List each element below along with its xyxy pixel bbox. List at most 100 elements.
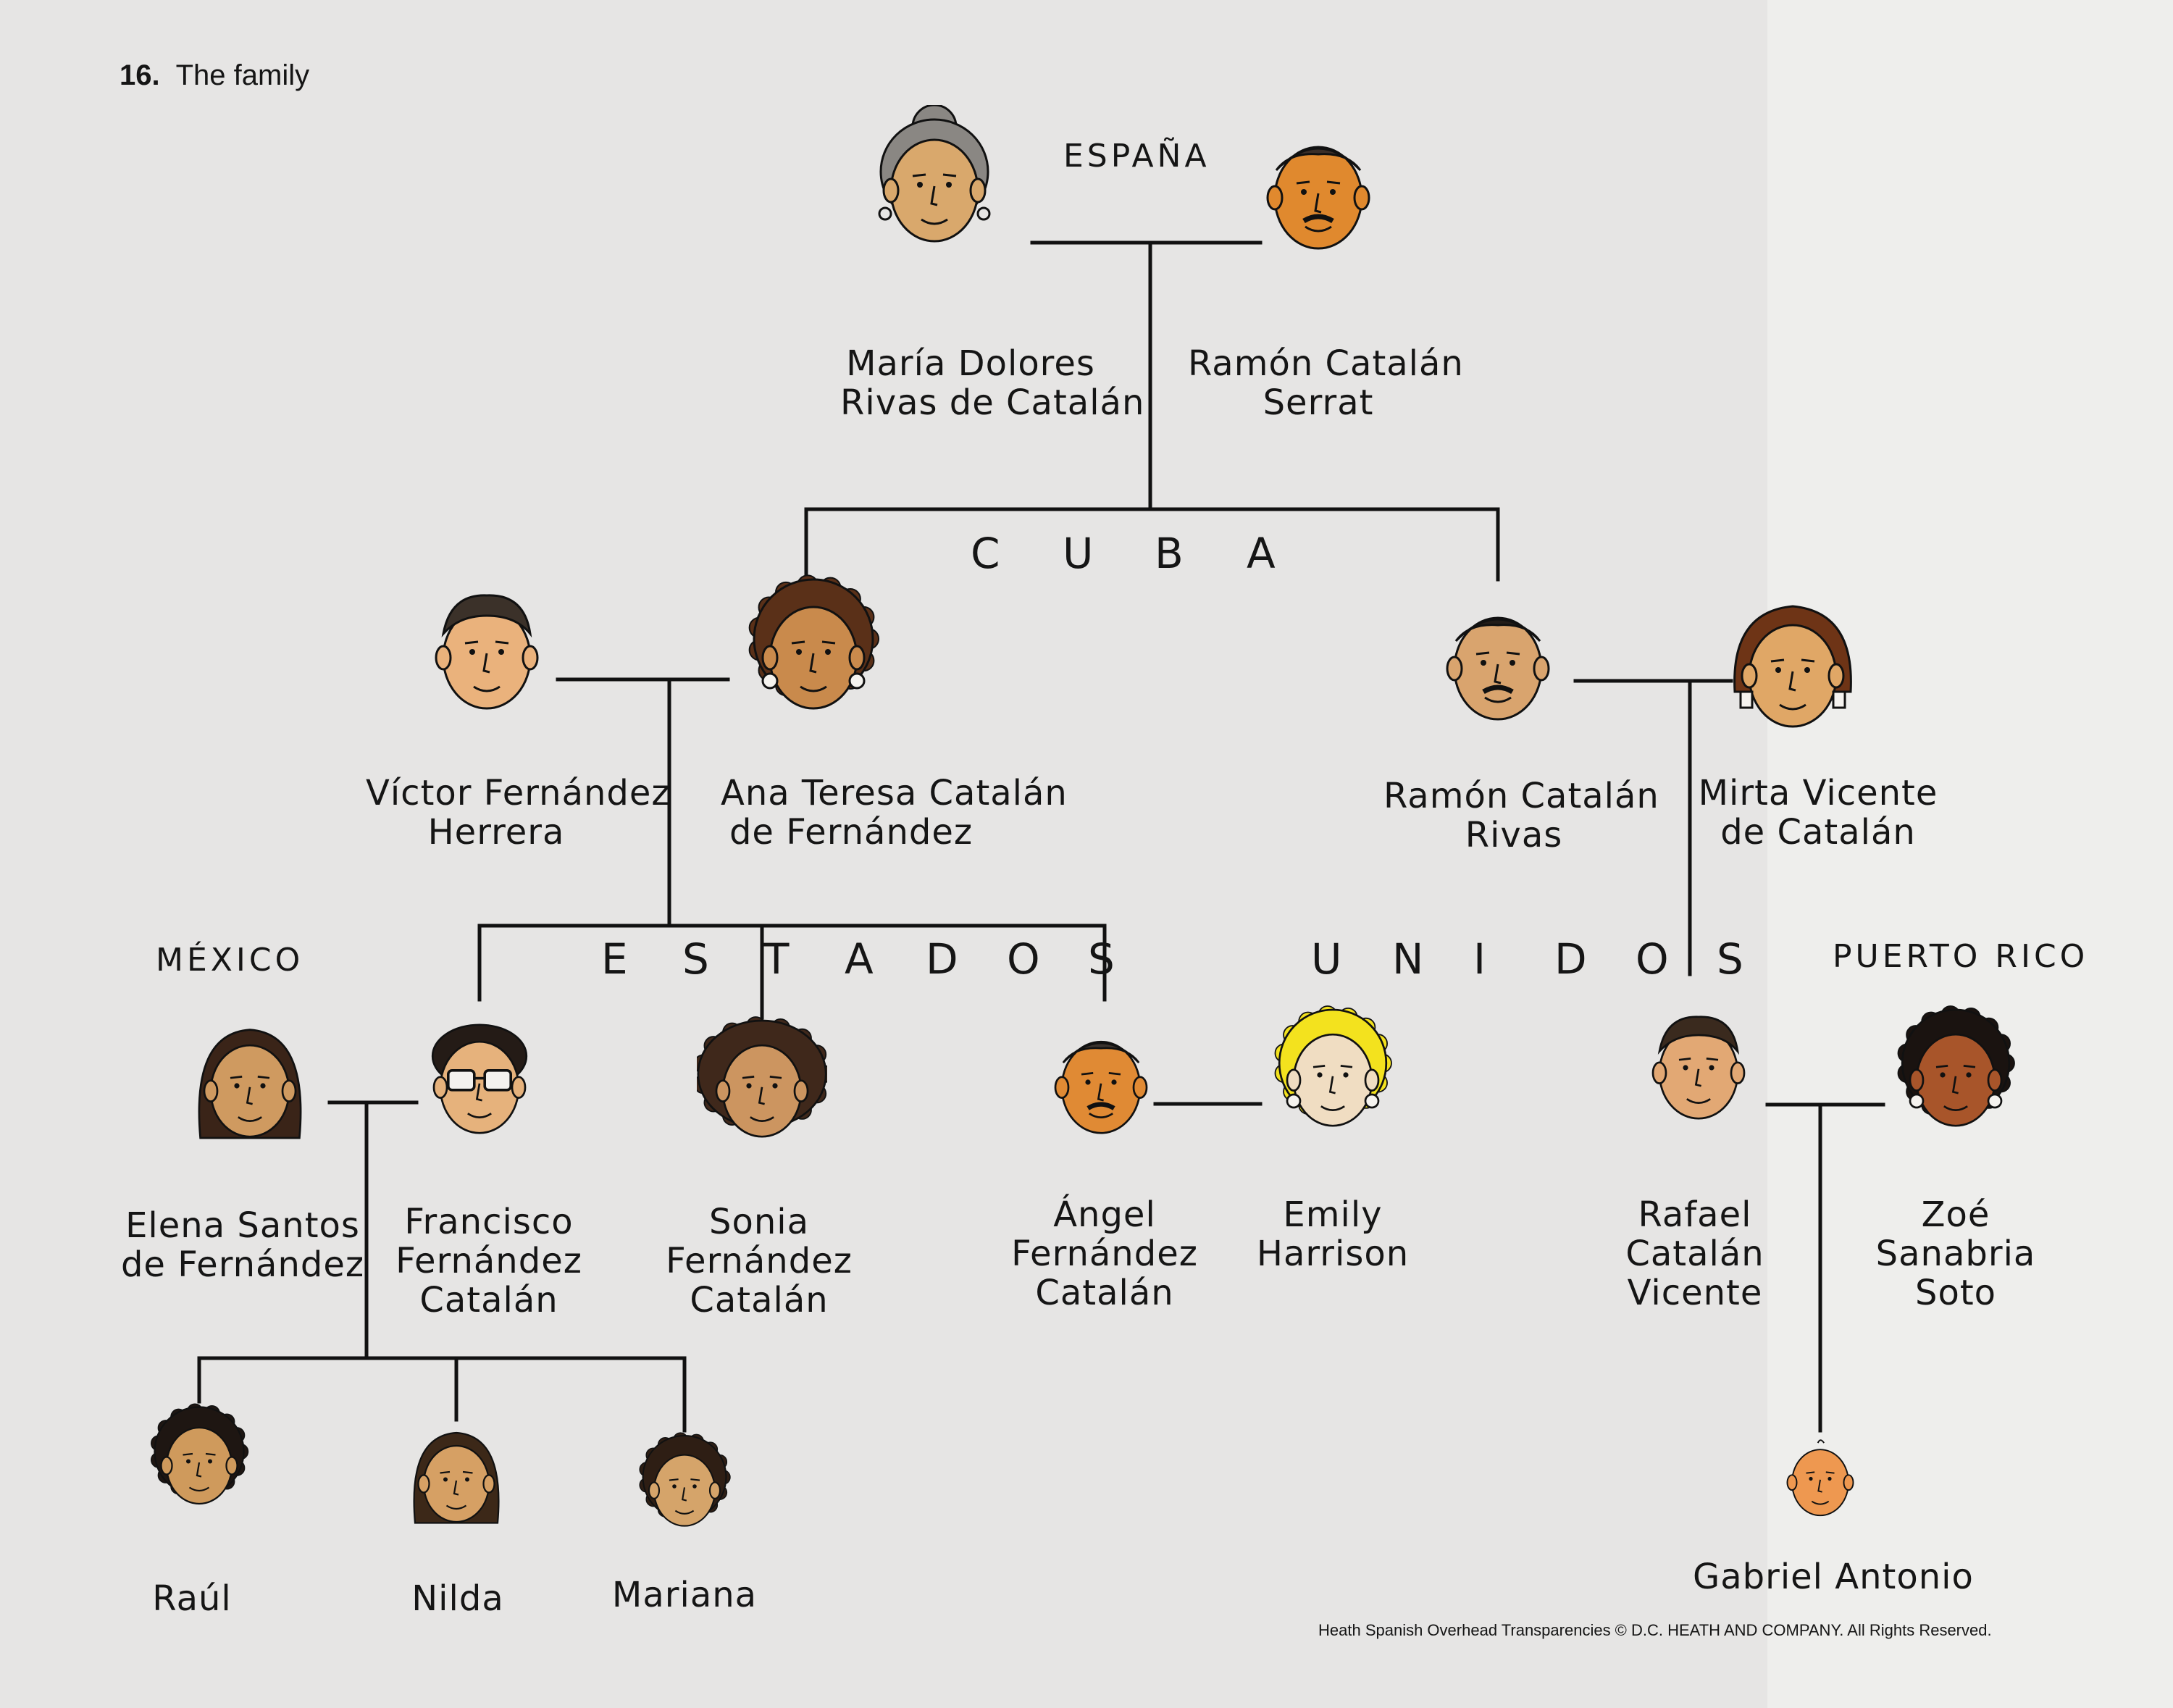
country-letter: D: [926, 934, 958, 984]
person-name-line: Elena Santos: [125, 1205, 360, 1246]
person-name-line: Francisco: [404, 1202, 574, 1242]
face-drawing: [1274, 1005, 1392, 1127]
portrait-icon: [371, 1010, 588, 1141]
portrait-icon: [1847, 1003, 2064, 1134]
portrait-icon: [653, 1014, 871, 1144]
country-letter: O: [1636, 934, 1669, 984]
person-name: Gabriel Antonio: [1693, 1557, 1974, 1597]
person-name-line: Catalán: [1035, 1273, 1174, 1313]
person-name-line: Ramón Catalán: [1188, 343, 1464, 384]
portrait-icon: [576, 1431, 793, 1532]
person-name-line: Harrison: [1256, 1234, 1410, 1274]
face-drawing: [748, 574, 879, 710]
face-drawing: [1733, 605, 1852, 728]
face-drawing: [413, 1431, 500, 1524]
person-name-line: Sanabria: [1875, 1234, 2036, 1274]
face-drawing: [1786, 1439, 1854, 1517]
person-name: Raúl: [62, 1579, 322, 1618]
face-drawing: [150, 1403, 249, 1505]
portrait-icon: [992, 1010, 1210, 1141]
person-name-line: Catalán: [1625, 1234, 1764, 1274]
page-title-text: The family: [175, 59, 310, 91]
country-letter: D: [1554, 934, 1587, 984]
country-label-puerto-rico: PUERTO RICO: [1833, 938, 2089, 975]
person-name-line: de Fernández: [729, 812, 974, 853]
portrait-icon: [1224, 1003, 1441, 1134]
person-name-line: Mirta Vicente: [1698, 773, 1938, 813]
person-name-line: Ramón Catalán: [1383, 776, 1659, 816]
country-letter: N: [1392, 934, 1424, 984]
portrait-icon: [1389, 583, 1607, 728]
country-letter: A: [845, 934, 874, 984]
portrait-icon: [378, 572, 595, 717]
portrait-icon: [141, 1014, 359, 1144]
page-title: 16. The family: [120, 59, 309, 92]
person-name-line: Catalán: [419, 1280, 558, 1320]
face-drawing: [878, 105, 991, 243]
person-name-line: Gabriel Antonio: [1693, 1557, 1974, 1597]
face-drawing: [1651, 1016, 1746, 1120]
person-name-line: Serrat: [1263, 382, 1374, 423]
portrait-icon: [91, 1402, 308, 1510]
person-name-line: María Dolores: [846, 343, 1095, 384]
person-name-line: Vicente: [1627, 1273, 1763, 1313]
person-name-line: Herrera: [427, 812, 565, 853]
face-drawing: [1054, 1040, 1148, 1134]
country-letter: T: [763, 934, 790, 984]
person-name: Mariana: [554, 1575, 815, 1615]
country-letter: A: [1247, 529, 1276, 578]
person-name-line: Rivas: [1465, 815, 1563, 855]
person-name-line: Fernández: [395, 1241, 582, 1281]
portrait-icon: [705, 572, 922, 717]
country-letter: S: [1088, 934, 1115, 984]
country-label-mexico: MÉXICO: [156, 942, 304, 979]
face-drawing: [431, 1023, 528, 1134]
person-name-line: Nilda: [411, 1578, 504, 1619]
paper-edge-band: [1767, 0, 2173, 1708]
person-name-line: de Catalán: [1720, 812, 1916, 853]
person-name-line: Rafael: [1638, 1194, 1752, 1235]
country-letter: O: [1007, 934, 1040, 984]
portrait-icon: [1210, 112, 1427, 257]
portrait-icon: [1590, 996, 1807, 1126]
portrait-icon: [1712, 1427, 1929, 1521]
person-name-line: Ana Teresa Catalán: [721, 773, 1068, 813]
country-letter: C: [971, 529, 1000, 578]
portrait-icon: [826, 105, 1043, 250]
face-drawing: [1266, 146, 1370, 250]
country-letter: S: [1717, 934, 1743, 984]
person-name-line: Zoé: [1921, 1194, 1990, 1235]
face-drawing: [697, 1016, 827, 1138]
face-drawing: [1897, 1005, 2015, 1127]
country-letter: B: [1155, 529, 1184, 578]
person-name-line: Víctor Fernández: [366, 773, 671, 813]
page-number: 16.: [120, 59, 160, 91]
country-letter: E: [601, 934, 628, 984]
country-letter: U: [1311, 934, 1342, 984]
portrait-icon: [348, 1420, 565, 1528]
person-name-line: Catalán: [690, 1280, 829, 1320]
person-name-line: Rivas de Catalán: [840, 382, 1145, 423]
country-letter: I: [1473, 934, 1486, 984]
copyright-notice: Heath Spanish Overhead Transparencies © …: [1318, 1621, 1992, 1639]
person-name-line: de Fernández: [120, 1244, 365, 1285]
person-name-line: Fernández: [666, 1241, 853, 1281]
country-label-spain: ESPAÑA: [1063, 138, 1210, 175]
person-name-line: Fernández: [1011, 1234, 1198, 1274]
person-name-line: Ángel: [1053, 1194, 1156, 1235]
portrait-icon: [1684, 590, 1901, 735]
